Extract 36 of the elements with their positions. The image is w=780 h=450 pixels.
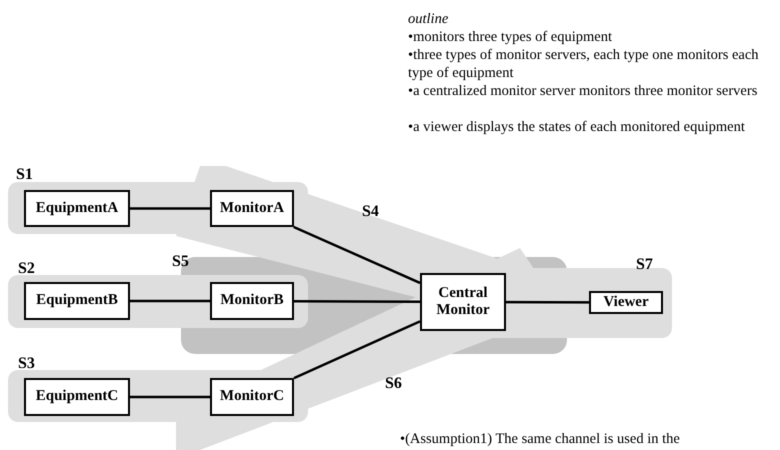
segment-label: S6 [385,375,402,393]
note-text: •(Assumption1) The same channel is used in the [400,430,681,448]
component-box [24,282,130,320]
note-heading: outline [408,10,450,28]
component-name: EquipmentA [36,200,118,218]
component-name: EquipmentB [36,292,118,310]
segment-label: S5 [172,253,189,271]
connector-line [294,300,420,304]
connector-line [506,300,589,304]
component-box [210,282,294,320]
connector-line [130,300,210,302]
component-box [589,291,663,314]
connector-line [130,207,210,210]
segment-label: S2 [18,260,35,278]
component-name: EquipmentC [36,388,118,406]
component-box [210,190,294,227]
component-name: MonitorA [220,200,284,218]
segment-label: S7 [636,256,653,274]
connector-line [130,396,210,398]
note-text: •a centralized monitor server monitors three monitor servers [408,82,758,100]
component-name: Viewer [603,294,649,312]
note-text: •three types of monitor servers, each type one monitors each type of equipment [408,46,760,82]
component-box [420,273,506,331]
segment-label: S4 [362,203,379,221]
component-name: MonitorB [220,292,284,310]
segment-label: S1 [16,166,33,184]
component-box [24,378,130,416]
connector-line [293,226,420,284]
note-text: •a viewer displays the states of each monitored equipment [408,118,746,136]
component-box [24,190,130,227]
component-name: Central Monitor [435,284,491,320]
segment-label: S3 [18,355,35,373]
component-box [210,378,294,416]
note-text: •monitors three types of equipment [408,28,614,46]
connector-line [293,320,421,380]
component-name: MonitorC [220,388,284,406]
